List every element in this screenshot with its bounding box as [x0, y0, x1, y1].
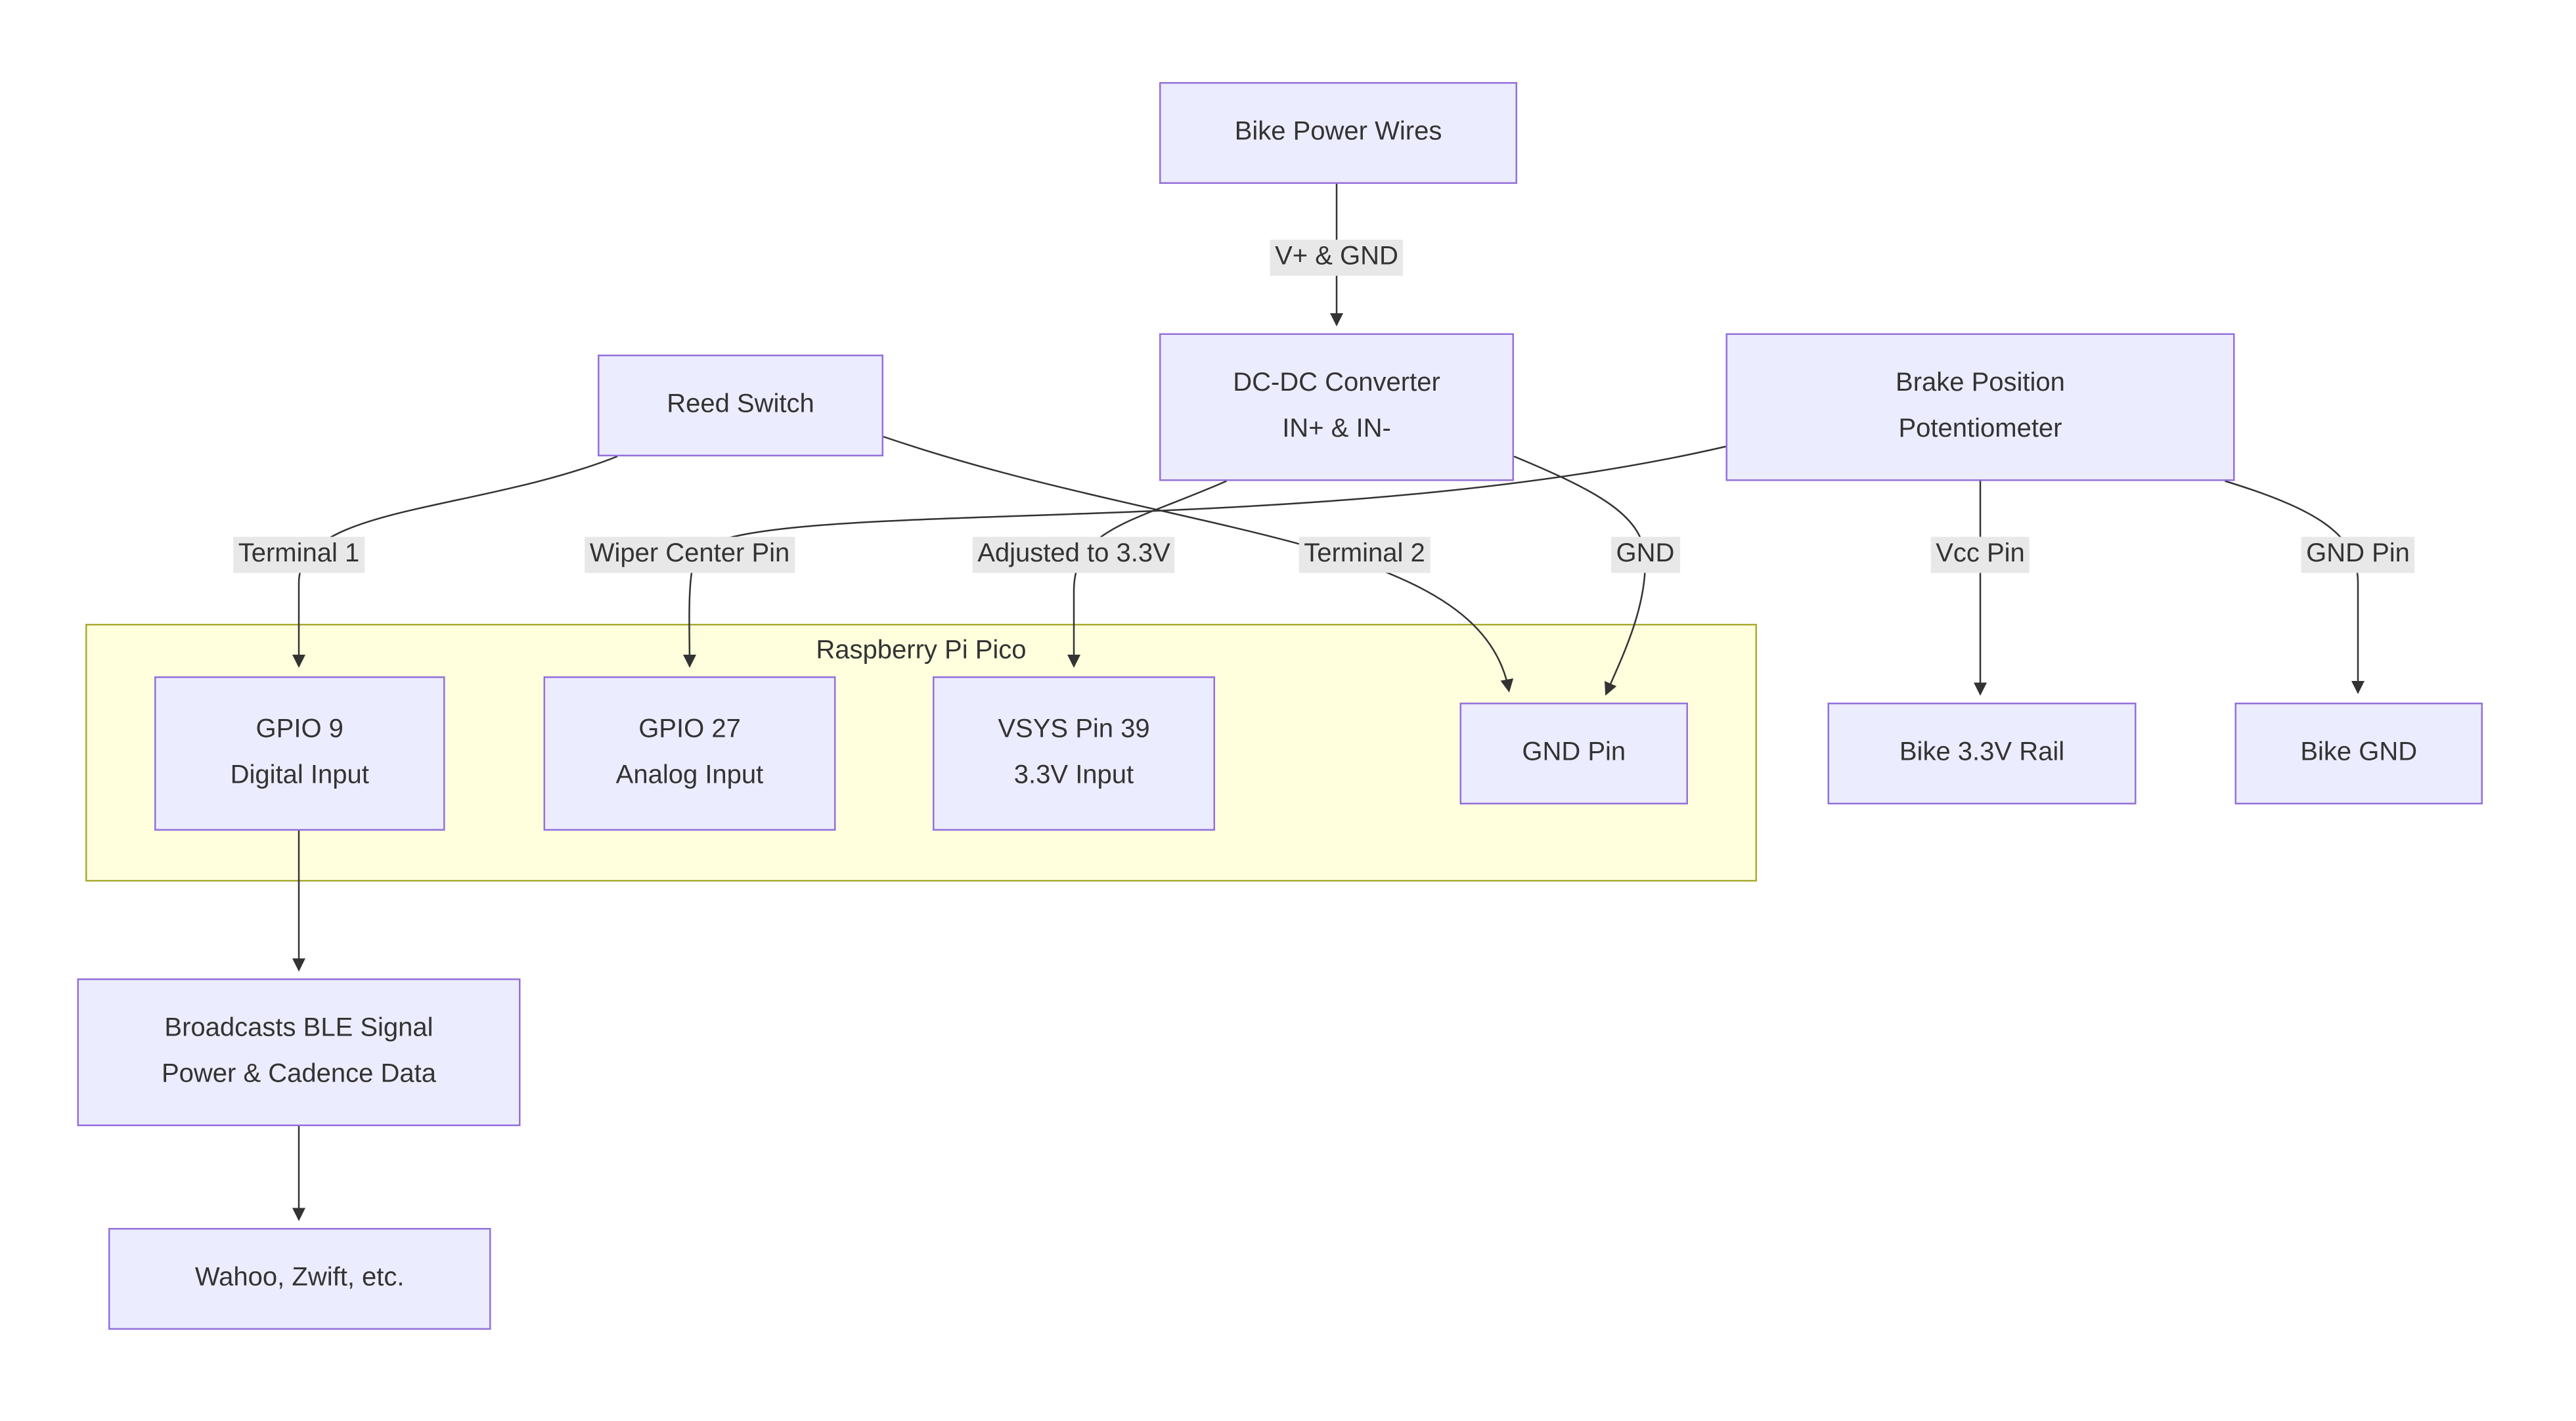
node-label-line1: Broadcasts BLE Signal	[164, 1015, 433, 1043]
node-label-line2: IN+ & IN-	[1282, 415, 1391, 444]
edge-label-vcc-pin: Vcc Pin	[1930, 536, 2030, 573]
edge-label-terminal-1: Terminal 1	[233, 536, 365, 573]
node-gpio9-digital-input: GPIO 9 Digital Input	[154, 676, 445, 831]
node-label-line2: Power & Cadence Data	[161, 1060, 436, 1089]
node-label-line1: GPIO 27	[638, 716, 741, 744]
node-dc-dc-converter: DC-DC Converter IN+ & IN-	[1159, 333, 1514, 481]
node-label: GND Pin	[1522, 739, 1626, 767]
node-apps-wahoo-zwift: Wahoo, Zwift, etc.	[108, 1228, 491, 1330]
edge-label-adjusted-to-33v: Adjusted to 3.3V	[972, 536, 1176, 573]
node-gpio27-analog-input: GPIO 27 Analog Input	[543, 676, 836, 831]
node-reed-switch: Reed Switch	[598, 355, 883, 456]
node-label-line2: Digital Input	[230, 762, 369, 790]
node-brake-position-potentiometer: Brake Position Potentiometer	[1725, 333, 2235, 481]
edge-potentiometer-to-gpio27	[682, 445, 1726, 668]
node-label-line1: Brake Position	[1896, 369, 2065, 398]
cluster-title: Raspberry Pi Pico	[816, 637, 1027, 665]
edge-label-gnd-pin: GND Pin	[2301, 536, 2415, 573]
node-bike-33v-rail: Bike 3.3V Rail	[1827, 703, 2137, 804]
node-vsys-pin-39: VSYS Pin 39 3.3V Input	[933, 676, 1215, 831]
node-label-line1: GPIO 9	[255, 716, 344, 744]
node-label-line2: Potentiometer	[1898, 415, 2062, 444]
edge-potentiometer-to-bike-gnd	[2225, 480, 2365, 694]
node-label-line2: Analog Input	[615, 762, 764, 790]
edge-label-v-plus-gnd: V+ & GND	[1270, 240, 1404, 276]
edge-label-gnd: GND	[1611, 536, 1679, 573]
node-label: Bike 3.3V Rail	[1899, 739, 2065, 767]
edge-label-wiper-center-pin: Wiper Center Pin	[585, 536, 795, 573]
node-label: Wahoo, Zwift, etc.	[194, 1264, 405, 1292]
edge-reed-switch-to-gnd-pin	[883, 435, 1514, 693]
edge-label-terminal-2: Terminal 2	[1299, 536, 1431, 573]
node-label: Bike GND	[2300, 739, 2418, 767]
node-label: Bike Power Wires	[1234, 118, 1442, 146]
node-label-line2: 3.3V Input	[1013, 762, 1134, 790]
node-label-line1: DC-DC Converter	[1233, 369, 1440, 398]
node-bike-power-wires: Bike Power Wires	[1159, 82, 1517, 184]
edge-dcdc-to-vsys	[1067, 480, 1228, 668]
node-label: Reed Switch	[667, 391, 814, 419]
node-bike-gnd: Bike GND	[2234, 703, 2483, 804]
node-ble-broadcast: Broadcasts BLE Signal Power & Cadence Da…	[77, 978, 521, 1126]
node-label-line1: VSYS Pin 39	[998, 716, 1150, 744]
edge-dcdc-to-gnd-pin	[1513, 455, 1647, 696]
node-gnd-pin: GND Pin	[1459, 703, 1688, 804]
